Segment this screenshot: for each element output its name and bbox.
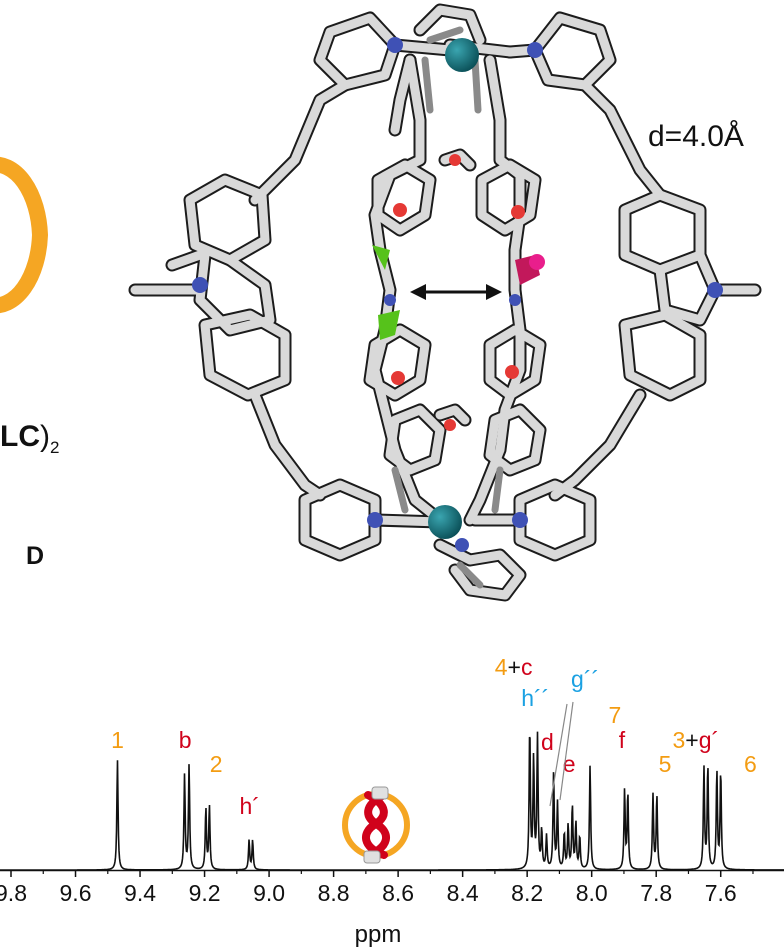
nmr-spectrum: 9.8 9.6 9.4 9.2 9.0 8.8 8.6 8.4 8.2 8.0 7.8 7.6 1 b2… [0,654,784,948]
inner-dark-sticks [391,26,504,589]
spectrum-peak-21 [627,792,629,794]
tick-label: 8.0 [576,880,608,906]
leader-line-g [559,701,574,801]
peak-label-2: 2 [210,751,223,777]
tick-label: 7.8 [640,880,672,906]
peak-label-13: 6 [744,751,757,777]
peak-label-7: 7 [609,702,622,728]
chlorine-atom-upper [372,245,390,270]
metal-center-bottom [428,505,462,539]
peak-label-6: h´´ [521,685,549,711]
peak-label-5: g´´ [571,666,599,692]
complex-label-prefix: LC [0,420,40,453]
peak-label-1: b [179,727,192,753]
tick-label: 9.6 [60,880,92,906]
spectrum-trace [0,731,784,871]
peak-label-11: 5 [659,751,672,777]
tick-label: 9.8 [0,880,27,906]
peak-label-0: 1 [111,727,124,753]
peak-label-12: 3+g´ [672,727,719,753]
spectrum-peak-25 [707,765,709,767]
spectrum-peak-23 [656,794,658,796]
metal-center-top [445,38,479,72]
cage-structure [0,3,762,602]
distance-label: d=4.0Å [648,120,744,153]
magenta-atom [529,254,545,270]
peak-label-8: d [541,729,554,755]
peak-markers [117,726,722,841]
oxygen-atoms [391,154,525,431]
tick-label: 8.4 [447,880,479,906]
tick-label: 9.4 [124,880,156,906]
panel-label: D [26,542,45,570]
spectrum-peak-27 [720,770,722,772]
spectrum-peak-7 [529,726,531,728]
complex-label-paren: ) [40,420,50,453]
x-axis-label: ppm [355,921,402,948]
orange-ring-partial [0,156,49,314]
tick-label: 9.0 [253,880,285,906]
complex-label: LC)2 [0,420,60,457]
distance-arrow [410,284,502,300]
tick-labels: 9.8 9.6 9.4 9.2 9.0 8.8 8.6 8.4 8.2 8.0 7.8 7.6 [0,870,754,906]
nitrogen-atoms [192,37,723,552]
complex-label-subscript: 2 [50,438,60,457]
tick-label: 9.2 [189,880,221,906]
tick-label: 8.6 [382,880,414,906]
interlocked-cage-icon [342,786,410,864]
tick-label: 7.6 [705,880,737,906]
tick-label: 8.2 [511,880,543,906]
peak-label-10: f [619,727,626,753]
peak-label-4: 4+c [495,654,533,680]
tick-label: 8.8 [318,880,350,906]
chlorine-atom-lower [378,310,400,340]
leader-line-h [549,703,568,807]
peak-label-3: h´ [239,793,259,819]
